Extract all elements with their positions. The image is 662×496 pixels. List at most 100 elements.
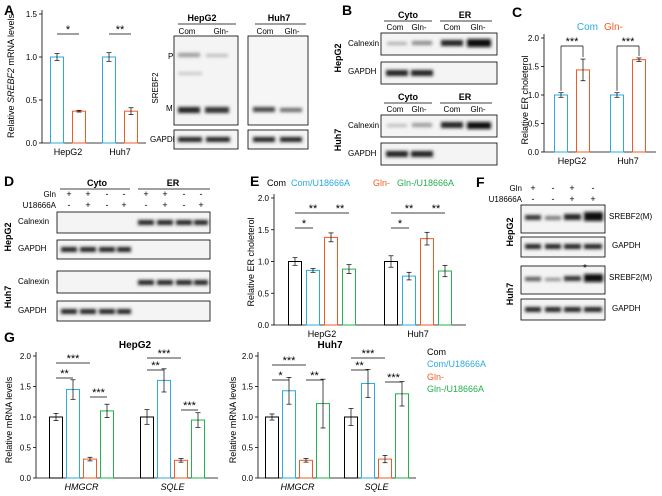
- blot-f-gln-sign: +: [530, 183, 535, 193]
- a-category-label: HepG2: [54, 147, 83, 157]
- panel-g-ylabel-2: Relative mRNA levels: [228, 376, 238, 463]
- g1-bar: [157, 379, 171, 479]
- blot-b-gln1: Gln-: [411, 23, 426, 32]
- c-ytick-label-1: 0.5: [528, 120, 540, 129]
- panel-e-ylabel: Relative ER choleterol: [246, 217, 256, 306]
- blot-f-hepg2: HepG2: [505, 217, 515, 246]
- e-bar: [324, 236, 338, 326]
- blot-b-com3: Com: [387, 105, 404, 114]
- panel-a-ylabel: Relative SREBF2 mRNA levels: [6, 13, 16, 138]
- e-category-label: Huh7: [407, 329, 429, 339]
- blot-d-u-sign: +: [162, 200, 167, 210]
- a-bar: [124, 110, 138, 144]
- g2-sig-star: ***: [283, 355, 297, 367]
- e-bar: [402, 275, 416, 326]
- blot-f-srebf2-2: SREBF2(M): [609, 273, 652, 282]
- blot-f-gln-sign: -: [552, 183, 555, 193]
- blot-b-gln2: Gln-: [470, 23, 485, 32]
- e-sig-star: **: [432, 203, 441, 215]
- blot-d-u-sign: -: [183, 200, 186, 210]
- blot-d-gapdh2: GAPDH: [18, 306, 47, 315]
- a-bar: [50, 56, 64, 144]
- e-bar: [342, 268, 356, 326]
- blot-f-gapdh2: GAPDH: [612, 304, 641, 313]
- c-bar: [576, 69, 590, 153]
- g2-bar: [299, 459, 313, 479]
- blot-d-gln-sign: +: [143, 189, 148, 199]
- g2-category-label: HMGCR: [281, 482, 315, 492]
- blot-d-gapdh1: GAPDH: [18, 244, 47, 253]
- blot-d-u-sign: +: [121, 200, 126, 210]
- a-ytick-label-0: 0.0: [26, 139, 38, 148]
- panel-g-legend-3: Gln-: [427, 372, 444, 382]
- e-ytick-label-2: 1.0: [258, 258, 270, 267]
- blot-f-u-sign: -: [532, 194, 535, 204]
- e-bar: [384, 261, 398, 326]
- c-category-label: Huh7: [617, 156, 639, 166]
- blot-b-huh7: Huh7: [333, 129, 343, 152]
- g1-ytick-label-3: 1.5: [20, 383, 32, 392]
- g1-bar: [100, 410, 114, 479]
- panel-e-legend-4: Gln-/U18666A: [397, 178, 454, 188]
- blot-d-gln-sign: +: [66, 189, 71, 199]
- g2-sig-star: ***: [362, 348, 376, 360]
- c-ytick-label-0: 0.0: [528, 148, 540, 157]
- panel-b-western-blot: Cyto ER Com Gln- Com Gln- Calnexin GAPDH…: [333, 10, 498, 166]
- panel-g-title-huh7: Huh7: [318, 340, 343, 351]
- blot-a-gene: SREBF2: [151, 72, 160, 104]
- panel-c-legend-gln: Gln-: [604, 22, 623, 33]
- g2-category-label: SQLE: [364, 482, 389, 492]
- blot-d-huh7: Huh7: [3, 286, 13, 309]
- panel-g-ylabel-1: Relative mRNA levels: [4, 376, 14, 463]
- panel-c-ylabel: Relative ER choleterol: [520, 55, 530, 144]
- panel-g-title-hepg2: HepG2: [119, 340, 152, 351]
- g1-category-label: SQLE: [160, 482, 185, 492]
- blot-b-calnexin1: Calnexin: [348, 39, 379, 48]
- blot-d-er: ER: [167, 178, 180, 188]
- panel-e-legend-2: Com/U18666A: [291, 178, 350, 188]
- blot-f-u-sign: +: [569, 194, 574, 204]
- blot-b-gln4: Gln-: [470, 105, 485, 114]
- g2-sig-star: *: [278, 370, 283, 382]
- g1-bar: [140, 416, 154, 479]
- g1-bar: [174, 459, 188, 479]
- blot-f-gln-sign: -: [592, 183, 595, 193]
- g2-ytick-label-2: 1.0: [242, 413, 254, 422]
- blot-d-gln-sign: +: [162, 189, 167, 199]
- panel-g-legend-2: Com/U18666A: [427, 359, 486, 369]
- blot-d-u-sign: -: [106, 200, 109, 210]
- g1-sig-star: **: [151, 360, 160, 372]
- blot-f-srebf2-1: SREBF2(M): [609, 212, 652, 221]
- a-bar: [72, 110, 86, 144]
- g1-bar: [191, 419, 205, 479]
- blot-a-lane3: Com: [257, 27, 274, 36]
- blot-f-u-sign: +: [590, 194, 595, 204]
- c-sig-star: ***: [566, 36, 580, 48]
- blot-d-gln-sign: +: [85, 189, 90, 199]
- a-category-label: Huh7: [109, 147, 131, 157]
- blot-a-lane1: Com: [179, 27, 196, 36]
- panel-label-g: G: [4, 329, 15, 345]
- blot-d-gln-label: Gln: [44, 190, 56, 199]
- a-ytick-label-3: 1.5: [26, 10, 38, 19]
- g2-bar: [265, 416, 279, 479]
- blot-d-signs: ++--++---+-+-+-+: [66, 189, 203, 210]
- g1-ytick-label-2: 1.0: [20, 413, 32, 422]
- blot-b-com1: Com: [387, 23, 404, 32]
- panel-label-f: F: [476, 174, 485, 190]
- blot-b-gapdh1: GAPDH: [348, 67, 377, 76]
- blot-b-gapdh2: GAPDH: [348, 149, 377, 158]
- g1-sig-star: **: [60, 368, 69, 380]
- blot-b-cyto2: Cyto: [398, 92, 419, 102]
- g2-ytick-label-4: 2.0: [242, 352, 254, 361]
- g1-sig-star: ***: [158, 348, 172, 360]
- panel-label-a: A: [4, 2, 14, 18]
- panel-label-c: C: [512, 4, 522, 20]
- c-ytick-label-3: 1.5: [528, 63, 540, 72]
- panel-g-legend-1: Com: [427, 347, 446, 357]
- panel-e-legend-3: Gln-: [373, 178, 390, 188]
